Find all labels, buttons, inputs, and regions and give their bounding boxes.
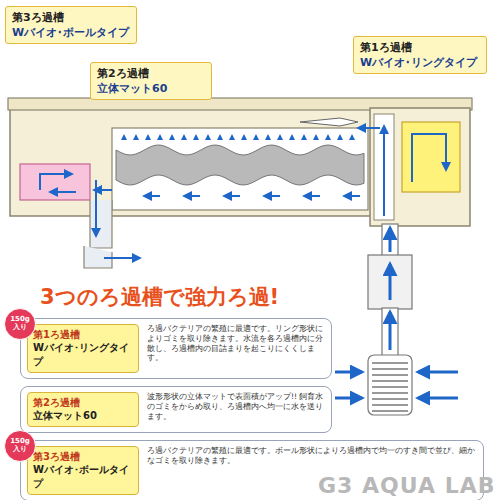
node-body: 立体マット60 xyxy=(97,81,205,96)
flow-arrow xyxy=(389,264,392,300)
node-heading: ろ過バクテリアの繁殖に最適です。リング形状によりゴミを取り除きます。水流を各ろ過… xyxy=(147,324,324,363)
callout-box: 第1ろ過槽Wバイオ･リングタイプ xyxy=(353,36,487,74)
node-heading: 第2ろ過槽 xyxy=(97,66,205,81)
water-drop xyxy=(301,134,307,140)
water-drop xyxy=(169,134,175,140)
strainer xyxy=(368,355,412,415)
outlet-pipe xyxy=(90,200,112,248)
node-heading: 波形形状の立体マットで表面積がアップ!! 飼育水のゴミをからめ取り、ろ過槽内へ均… xyxy=(147,392,324,421)
water-drop xyxy=(181,134,187,140)
flow-arrow xyxy=(224,195,240,197)
node-body: Wバイオ･リングタイプ xyxy=(360,55,480,70)
row-label: 第1ろ過槽Wバイオ･リングタイプ xyxy=(27,324,139,373)
pump xyxy=(368,255,412,309)
intake-pipe xyxy=(382,308,398,356)
water-drop xyxy=(205,134,211,140)
strainer-slot xyxy=(372,386,408,388)
callout-box: 第2ろ過槽立体マット60 xyxy=(90,62,212,100)
node-heading: 150g入り xyxy=(7,438,33,453)
water-drop xyxy=(289,134,295,140)
flow-arrow xyxy=(104,257,140,259)
node-body: Wバイオ･リングタイプ xyxy=(33,341,133,369)
info-row: ろ過バクテリアの繁殖に最適です。リング形状によりゴミを取り除きます。水流を各ろ過… xyxy=(20,318,332,379)
watermark: G3 AQUA LAB xyxy=(318,473,495,498)
row-label: 第3ろ過槽Wバイオ･ボールタイプ xyxy=(27,446,139,495)
info-row: 波形形状の立体マットで表面積がアップ!! 飼育水のゴミをからめ取り、ろ過槽内へ均… xyxy=(20,386,332,433)
water-drop xyxy=(193,134,199,140)
weight-badge: 150g入り xyxy=(4,308,36,340)
water-drop xyxy=(349,134,355,140)
node-heading: 第3ろ過槽 xyxy=(12,10,130,25)
pump-chamber xyxy=(370,108,470,226)
flow-arrow xyxy=(40,174,72,190)
spout xyxy=(300,118,358,126)
strainer-slot xyxy=(372,392,408,394)
flow-arrow xyxy=(50,191,76,193)
strainer-slots xyxy=(372,363,408,411)
node-heading: 第3ろ過槽 xyxy=(33,450,133,463)
flow-arrows xyxy=(144,196,360,197)
water-drop xyxy=(277,134,283,140)
headline: 3つのろ過槽で強力ろ過! xyxy=(40,283,279,311)
flow-arrow xyxy=(418,371,458,374)
flow-arrow xyxy=(304,195,320,197)
callout-box: 第3ろ過槽Wバイオ･ボールタイプ xyxy=(5,6,137,44)
strainer-slot xyxy=(372,368,408,370)
water-drop xyxy=(325,134,331,140)
water-drop xyxy=(253,134,259,140)
water-drop xyxy=(121,134,127,140)
water-drop xyxy=(241,134,247,140)
node-heading: ろ過バクテリアの繁殖に最適です。ボール形状によりろ過槽内で均一のすき間で並び、細… xyxy=(147,446,476,466)
filter-housing xyxy=(10,108,372,216)
strainer-slot xyxy=(372,404,408,406)
flow-arrow xyxy=(264,195,280,197)
intake-arrows xyxy=(335,228,458,398)
flow-arrow xyxy=(358,127,380,129)
node-heading: 第1ろ過槽 xyxy=(360,40,480,55)
flow-arrow xyxy=(383,126,385,216)
strainer-slot xyxy=(372,380,408,382)
water-drops xyxy=(121,134,355,140)
flow-arrow xyxy=(389,312,392,350)
water-drop xyxy=(133,134,139,140)
node-body: 立体マット60 xyxy=(33,409,133,423)
strainer-slot xyxy=(372,374,408,376)
water-drop xyxy=(145,134,151,140)
flow-arrow xyxy=(335,397,362,400)
flow-arrow xyxy=(389,228,392,252)
strainer-slot xyxy=(372,410,408,412)
strainer-slot xyxy=(372,362,408,364)
row-label: 第2ろ過槽立体マット60 xyxy=(27,392,139,427)
node-body: Wバイオ･ボールタイプ xyxy=(12,25,130,40)
pump-pipe xyxy=(382,224,398,256)
flow-arrow xyxy=(418,397,458,400)
water-drop xyxy=(217,134,223,140)
mat-tray xyxy=(112,128,368,210)
water-drop xyxy=(313,134,319,140)
flow-arrow xyxy=(94,189,112,191)
water-drop xyxy=(157,134,163,140)
flow-arrow xyxy=(144,195,160,197)
flow-arrow xyxy=(184,195,200,197)
water-drop xyxy=(229,134,235,140)
chamber-1 xyxy=(402,122,460,192)
riser-channel xyxy=(374,114,394,220)
water-drop xyxy=(265,134,271,140)
water-drop xyxy=(337,134,343,140)
mat xyxy=(116,145,364,185)
strainer-slot xyxy=(372,398,408,400)
node-body: Wバイオ･ボールタイプ xyxy=(33,463,133,491)
flow-arrow xyxy=(344,195,360,197)
chamber-3 xyxy=(20,164,90,200)
weight-badge: 150g入り xyxy=(4,430,36,462)
flow-arrow xyxy=(335,371,362,374)
flow-arrow xyxy=(412,134,446,182)
node-heading: 第1ろ過槽 xyxy=(33,328,133,341)
node-heading: 第2ろ過槽 xyxy=(33,396,133,409)
node-heading: 150g入り xyxy=(7,316,33,331)
flow-arrow xyxy=(95,180,97,236)
